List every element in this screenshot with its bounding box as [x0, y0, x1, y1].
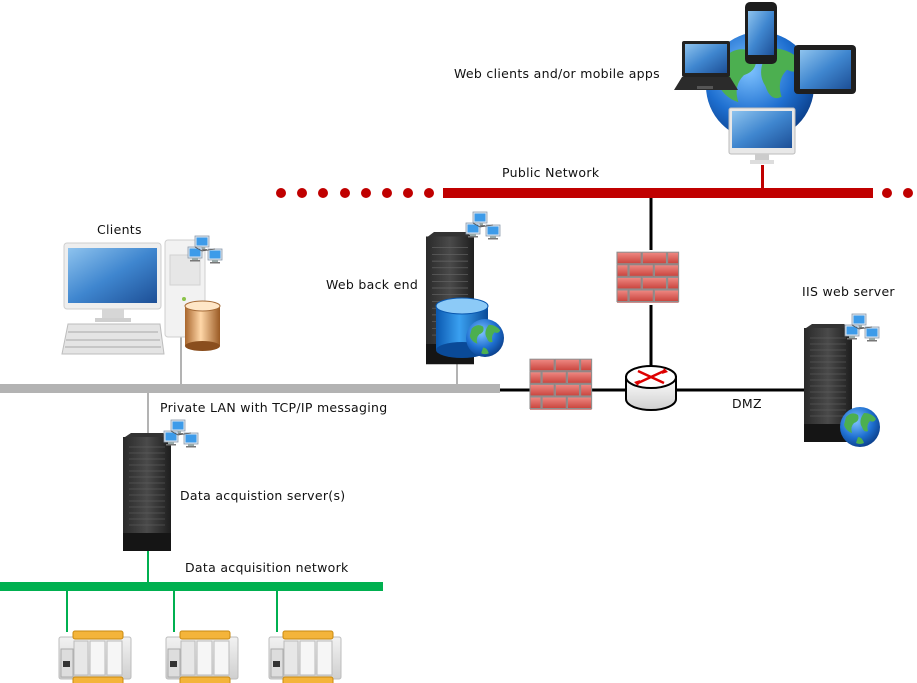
public-network-dotted-right [882, 188, 913, 198]
private-lan-label: Private LAN with TCP/IP messaging [160, 400, 388, 415]
laptop-icon [674, 41, 738, 90]
web-back-end-label: Web back end [326, 277, 419, 292]
dmz-links [500, 198, 806, 392]
network-icon [163, 419, 199, 448]
plc-controller-icon-1 [58, 630, 132, 683]
clients-label: Clients [97, 222, 142, 237]
desktop-workstation-icon [61, 235, 223, 355]
database-icon [184, 300, 221, 351]
smartphone-icon [745, 2, 777, 64]
web-clients-link [761, 165, 764, 189]
monitor-icon [728, 107, 796, 164]
data-acquisition-server-label: Data acquistion server(s) [180, 488, 346, 503]
data-acquisition-network-label: Data acquisition network [185, 560, 349, 575]
globe-with-devices-icon [674, 2, 856, 164]
acquisition-links [66, 551, 278, 632]
globe-icon [466, 319, 504, 357]
dmz-label: DMZ [732, 396, 762, 411]
firewall-icon-public [616, 251, 680, 304]
iis-web-server-label: IIS web server [802, 284, 895, 299]
public-network-line [443, 188, 873, 198]
acquisition-network-bus [0, 582, 383, 591]
router-icon [625, 365, 677, 411]
tablet-icon [794, 45, 856, 94]
network-icon [844, 313, 880, 342]
private-lan-bus [0, 384, 500, 393]
server-icon [122, 419, 199, 552]
network-icon [465, 211, 501, 240]
server-globe-icon [803, 313, 880, 447]
public-network-bus [276, 165, 913, 198]
globe-icon [840, 407, 880, 447]
firewall-icon-lan [529, 358, 593, 411]
public-network-dotted-left [276, 188, 434, 198]
web-clients-label: Web clients and/or mobile apps [454, 66, 660, 81]
plc-controller-icon-2 [165, 630, 239, 683]
server-database-globe-icon [425, 211, 504, 365]
public-network-label: Public Network [502, 165, 600, 180]
plc-controller-icon-3 [268, 630, 342, 683]
